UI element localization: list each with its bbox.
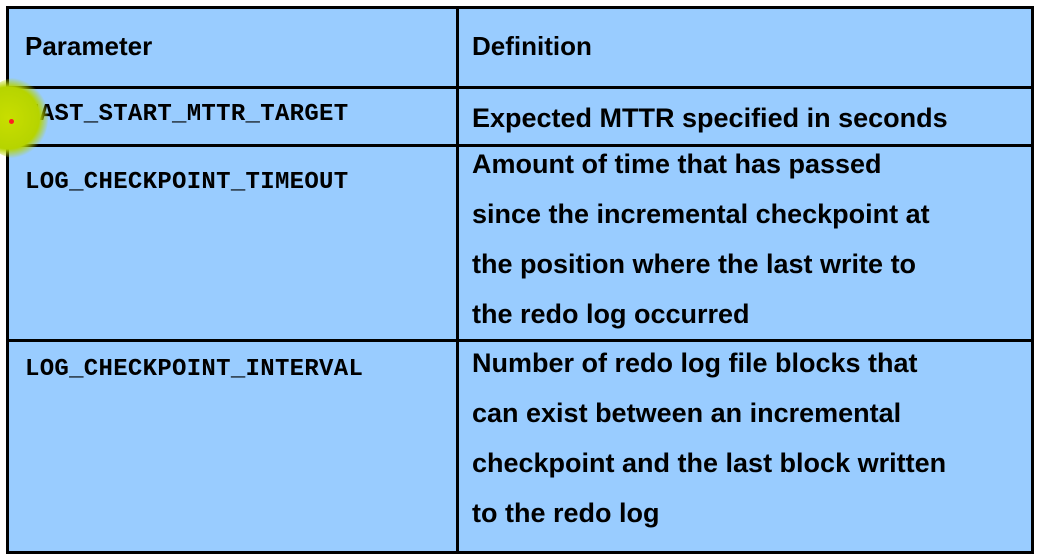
header-cell-parameter: Parameter: [6, 6, 459, 89]
definition-line: to the redo log: [472, 498, 660, 528]
header-cell-definition: Definition: [456, 6, 1034, 89]
parameter-table: Parameter Definition FAST_START_MTTR_TAR…: [6, 6, 1034, 554]
definition-line: can exist between an incremental: [472, 398, 902, 428]
definition-line: checkpoint and the last block written: [472, 448, 947, 478]
table-row: LOG_CHECKPOINT_TIMEOUT Amount of time th…: [6, 144, 1034, 342]
table-row: LOG_CHECKPOINT_INTERVAL Number of redo l…: [6, 338, 1034, 554]
table-header-row: Parameter Definition: [6, 6, 1034, 89]
table-row: FAST_START_MTTR_TARGET Expected MTTR spe…: [6, 86, 1034, 147]
parameter-cell: LOG_CHECKPOINT_TIMEOUT: [6, 144, 459, 342]
parameter-name: LOG_CHECKPOINT_INTERVAL: [25, 356, 364, 383]
definition-line: Number of redo log file blocks that: [472, 348, 918, 378]
header-parameter: Parameter: [25, 31, 153, 61]
definition-cell: Expected MTTR specified in seconds: [456, 86, 1034, 147]
parameter-cell: LOG_CHECKPOINT_INTERVAL: [6, 339, 459, 554]
definition-line: the redo log occurred: [472, 299, 750, 329]
definition-cell: Amount of time that has passed since the…: [456, 144, 1034, 342]
definition-cell: Number of redo log file blocks that can …: [456, 338, 1034, 554]
laser-pointer-dot: [9, 119, 14, 124]
definition-text: Number of redo log file blocks that can …: [459, 338, 1031, 538]
parameter-cell: FAST_START_MTTR_TARGET: [6, 86, 459, 147]
definition-line: Amount of time that has passed: [472, 149, 882, 179]
definition-text: Amount of time that has passed since the…: [459, 139, 1031, 339]
parameter-name: LOG_CHECKPOINT_TIMEOUT: [25, 169, 349, 196]
definition-text: Expected MTTR specified in seconds: [472, 103, 948, 133]
header-definition: Definition: [472, 31, 592, 61]
definition-line: since the incremental checkpoint at: [472, 199, 930, 229]
parameter-name: FAST_START_MTTR_TARGET: [25, 101, 349, 128]
definition-line: the position where the last write to: [472, 249, 917, 279]
